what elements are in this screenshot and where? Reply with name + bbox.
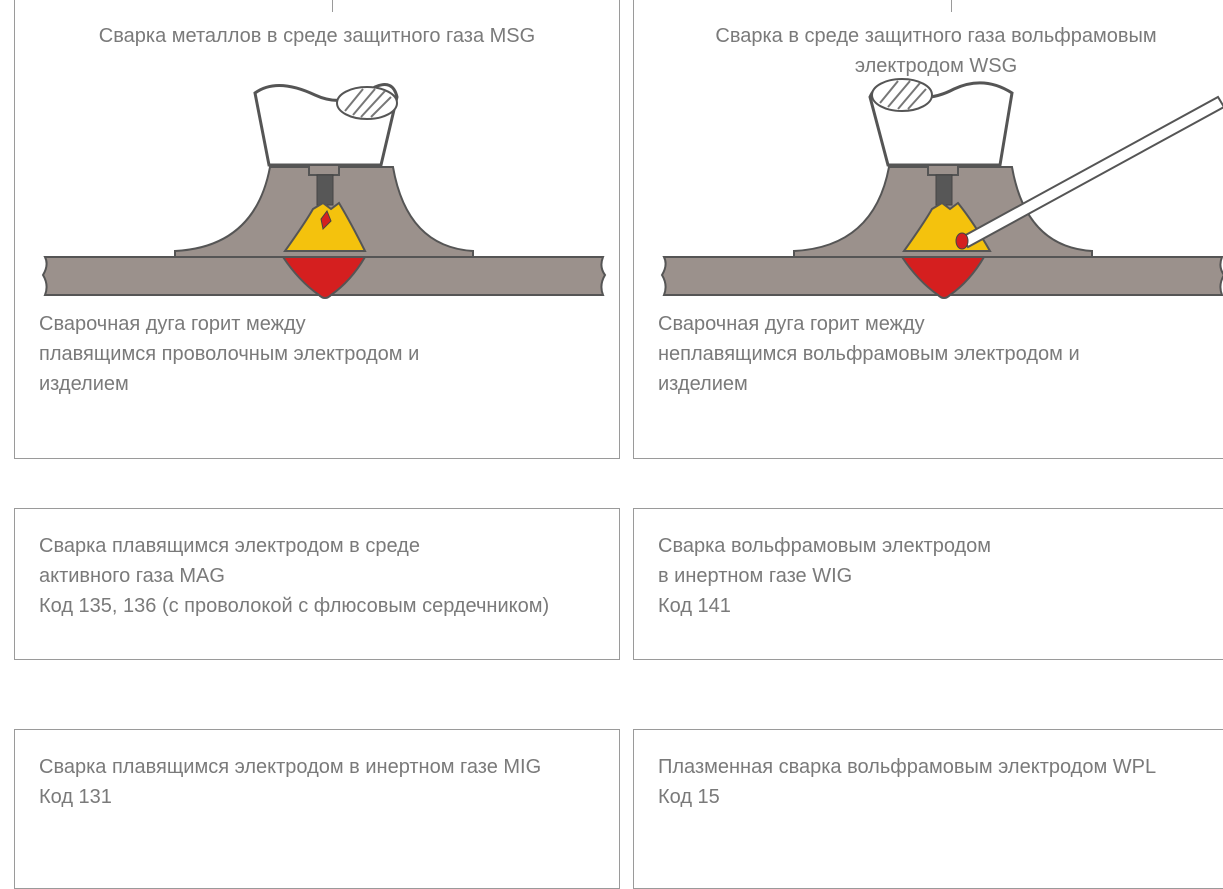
card-line: Сварка плавящимся электродом в инертном …: [39, 756, 542, 778]
description-line: Сварочная дуга горит между: [658, 313, 925, 335]
card-line: Код 131: [39, 786, 112, 808]
msg-description: Сварочная дуга горит между плавящимся пр…: [39, 309, 419, 399]
msg-welding-illustration: [41, 83, 607, 299]
description-line: изделием: [658, 373, 748, 395]
panel-divider-tick: [951, 0, 952, 12]
wsg-welding-illustration: [660, 78, 1223, 299]
description-line: плавящимся проволочным электродом и: [39, 343, 420, 365]
card-line: Сварка плавящимся электродом в среде: [39, 535, 420, 557]
description-line: неплавящимся вольфрамовым электродом и: [658, 343, 1080, 365]
msg-panel: Сварка металлов в среде защитного газа M…: [14, 0, 620, 459]
msg-panel-title: Сварка металлов в среде защитного газа M…: [98, 25, 536, 47]
card-line: Код 141: [658, 595, 731, 617]
wire-electrode: [316, 174, 334, 206]
card-line: в инертном газе WIG: [658, 565, 853, 587]
description-line: изделием: [39, 373, 129, 395]
contact-tip: [308, 164, 340, 176]
panel-divider-tick: [332, 0, 333, 12]
wig-card: Сварка вольфрамовым электродом в инертно…: [633, 508, 1223, 660]
wsg-panel-title: Сварка в среде защитного газа вольфрамов…: [715, 25, 1157, 77]
wpl-card: Плазменная сварка вольфрамовым электродо…: [633, 729, 1223, 889]
card-line: Код 135, 136 (с проволокой с флюсовым се…: [39, 595, 550, 617]
molten-droplet: [320, 209, 332, 231]
card-line: Плазменная сварка вольфрамовым электродо…: [658, 756, 1157, 778]
weld-pool: [900, 256, 986, 299]
wsg-description: Сварочная дуга горит между неплавящимся …: [658, 309, 1080, 399]
wire-cross-section: [336, 86, 398, 120]
mig-card: Сварка плавящимся электродом в инертном …: [14, 729, 620, 889]
filler-rod-tip: [955, 232, 969, 250]
description-line: Сварочная дуга горит между: [39, 313, 306, 335]
weld-pool: [281, 256, 367, 299]
electrode-holder: [927, 164, 959, 176]
wsg-panel: Сварка в среде защитного газа вольфрамов…: [633, 0, 1223, 459]
card-line: Сварка вольфрамовым электродом: [658, 535, 992, 557]
mag-card: Сварка плавящимся электродом в среде акт…: [14, 508, 620, 660]
card-line: Код 15: [658, 786, 720, 808]
tungsten-electrode: [935, 174, 953, 206]
torch-cross-section: [871, 78, 933, 112]
card-line: активного газа MAG: [39, 565, 225, 587]
